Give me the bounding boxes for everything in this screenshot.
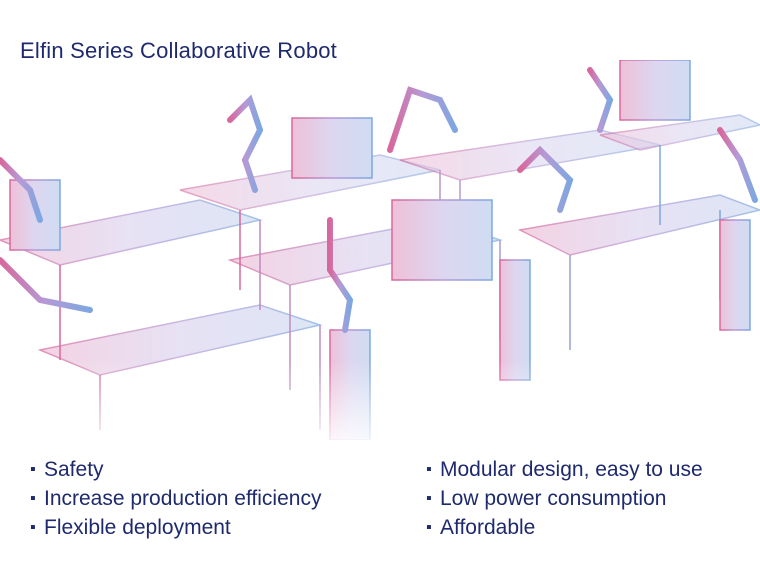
bullet-icon: ▪ [426, 519, 432, 536]
bullet-icon: ▪ [30, 490, 36, 507]
feature-list: ▪Safety ▪Increase production efficiency … [0, 455, 760, 555]
feature-item: ▪Flexible deployment [30, 513, 321, 542]
bullet-icon: ▪ [426, 461, 432, 478]
feature-item: ▪Safety [30, 455, 321, 484]
feature-item: ▪Affordable [426, 513, 703, 542]
bullet-icon: ▪ [30, 461, 36, 478]
feature-column-left: ▪Safety ▪Increase production efficiency … [30, 455, 321, 542]
bullet-icon: ▪ [30, 519, 36, 536]
feature-item: ▪Modular design, easy to use [426, 455, 703, 484]
feature-item: ▪Low power consumption [426, 484, 703, 513]
robot-production-line-illustration [0, 60, 760, 440]
feature-item: ▪Increase production efficiency [30, 484, 321, 513]
page-title: Elfin Series Collaborative Robot [20, 38, 337, 63]
bullet-icon: ▪ [426, 490, 432, 507]
feature-column-right: ▪Modular design, easy to use ▪Low power … [426, 455, 703, 542]
